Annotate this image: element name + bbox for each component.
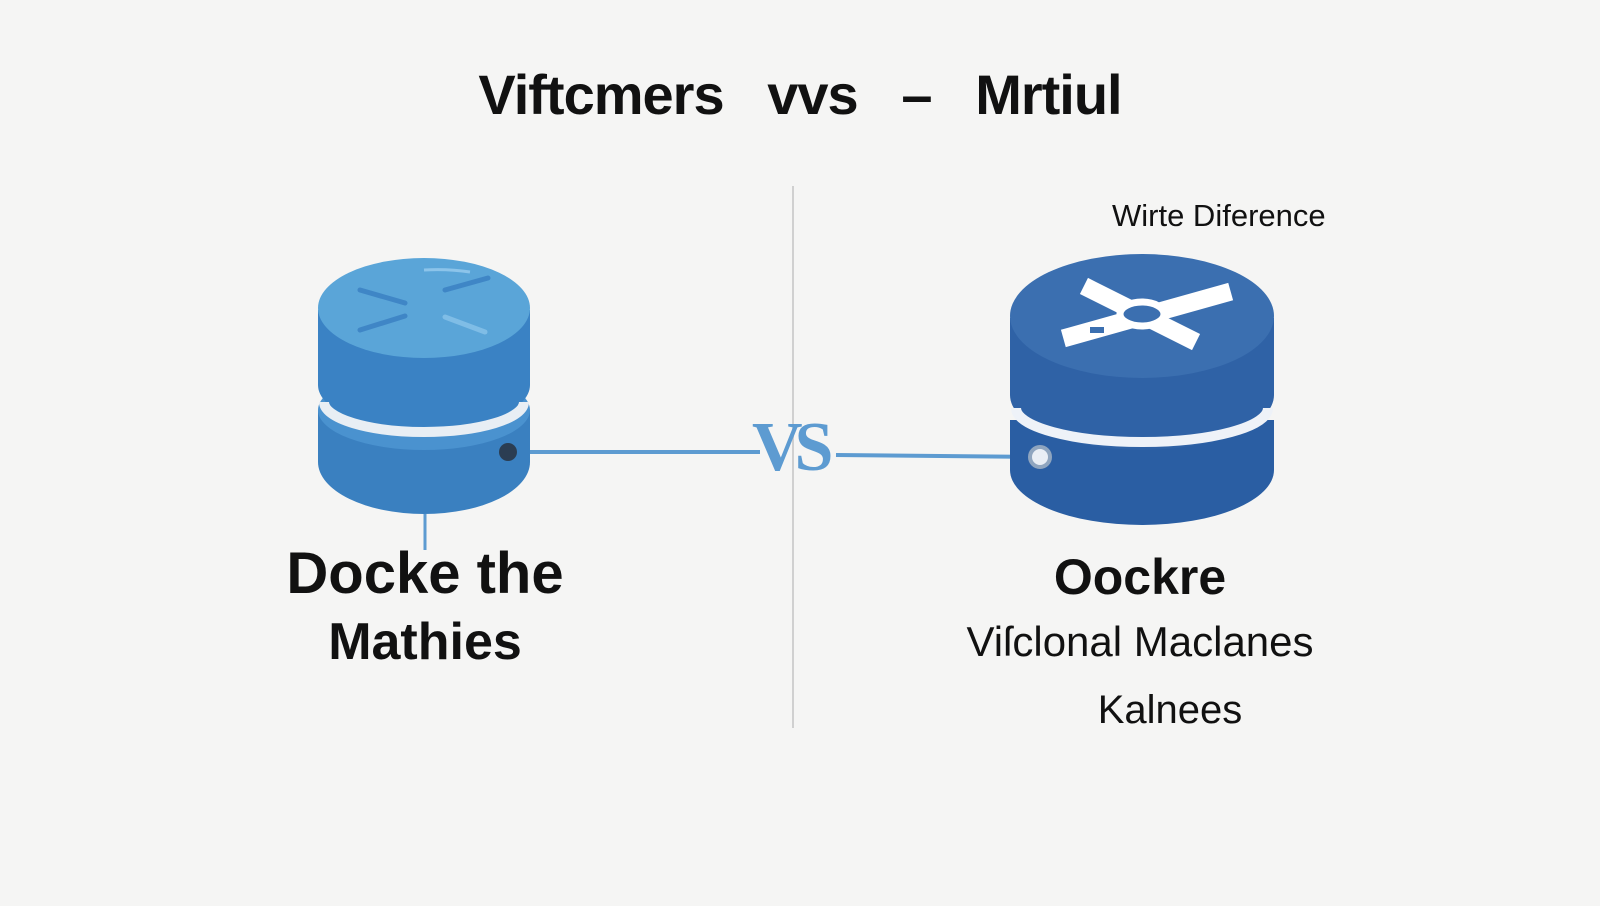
right-heading-line3: Kalnees	[1097, 688, 1243, 732]
right-heading-line1: Oockre	[1053, 549, 1227, 605]
vs-label: VS	[752, 409, 834, 486]
left-cylinder-icon	[318, 258, 530, 514]
difference-note: Wirte Diference	[1112, 198, 1326, 233]
right-heading-line2: Viſclonal Maclanes	[966, 618, 1314, 665]
right-connector-line	[835, 453, 1039, 459]
page-title: Viftcmers vvs – Mrtiul	[478, 63, 1122, 126]
left-heading-line1: Docke the	[286, 541, 564, 606]
left-heading-line2: Mathies	[328, 613, 522, 671]
right-cylinder-icon	[1010, 254, 1274, 525]
